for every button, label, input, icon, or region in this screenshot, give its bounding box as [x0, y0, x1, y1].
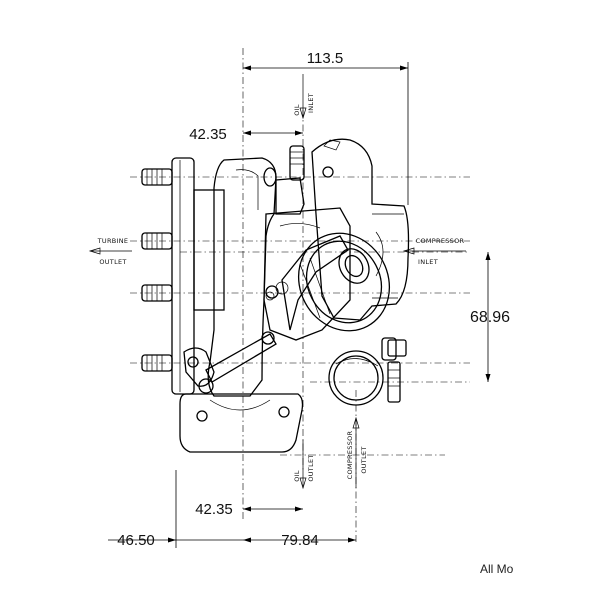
label-turbine-outlet-2: OUTLET	[99, 258, 126, 266]
dim-overall-width: 113.5	[307, 50, 343, 67]
label-compressor-inlet-1: COMPRESSOR	[416, 237, 465, 245]
dimension-lines	[108, 62, 491, 548]
label-oil-inlet-1: OIL	[293, 104, 301, 116]
label-oil-inlet-2: INLET	[307, 93, 315, 113]
center-housing	[263, 145, 351, 341]
center-lines	[130, 48, 470, 545]
turbine-flange	[141, 157, 225, 395]
dim-oil-outlet-offset: 42.35	[195, 501, 233, 518]
label-turbine-outlet-1: TURBINE	[97, 237, 129, 245]
turbine-housing	[179, 157, 304, 453]
watermark-text: All Mo	[480, 562, 514, 576]
flow-arrows	[88, 74, 466, 490]
label-oil-outlet-1: OIL	[293, 470, 301, 482]
label-compressor-outlet-2: OUTLET	[360, 446, 368, 473]
dim-compressor-outlet-offset: 79.84	[281, 532, 319, 549]
dim-compressor-inlet-height: 68.96	[470, 309, 510, 326]
label-compressor-outlet-1: COMPRESSOR	[346, 430, 354, 479]
label-oil-outlet-2: OUTLET	[307, 454, 315, 481]
compressor-outlet	[328, 337, 407, 406]
label-compressor-inlet-2: INLET	[418, 258, 438, 266]
dim-oil-inlet-offset: 42.35	[189, 126, 227, 143]
compressor-housing	[311, 138, 410, 321]
dim-turbine-flange-offset: 46.50	[117, 532, 155, 549]
flange-studs	[141, 168, 173, 372]
wastegate-actuator	[183, 232, 391, 394]
